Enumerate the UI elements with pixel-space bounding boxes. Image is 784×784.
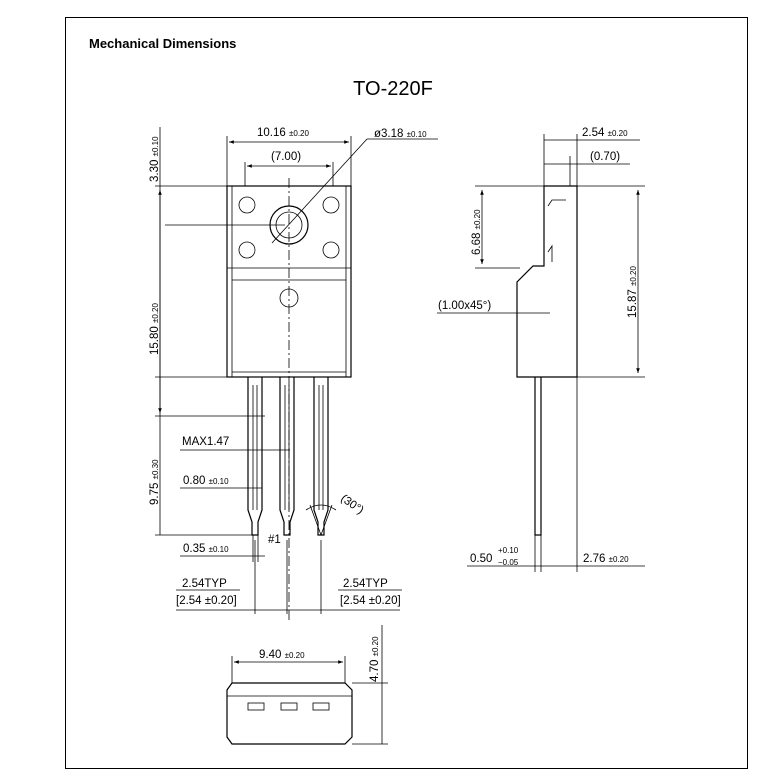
dim-angle: (30°) [338, 493, 366, 517]
pin1-label: #1 [268, 534, 281, 546]
dim-lead-thickness: 0.35 ±0.10 [183, 543, 229, 555]
dim-width-main: 10.16 ±0.20 [257, 127, 309, 139]
drawing-frame [65, 17, 748, 769]
dim-lead-width: 0.80 ±0.10 [183, 475, 229, 487]
bottom-view: 9.40 ±0.20 4.70 ±0.20 [226, 625, 388, 745]
dim-lead-thick-plus: +0.10 [498, 546, 519, 555]
dim-lead-thick-minus: −0.05 [498, 558, 519, 567]
leads [247, 377, 329, 536]
dim-pitch-left-box: [2.54 ±0.20] [176, 595, 237, 607]
dim-pitch-left: 2.54TYP [182, 578, 227, 590]
dim-bottom-width: 9.40 ±0.20 [259, 649, 305, 661]
dim-inner-width: (7.00) [271, 151, 301, 163]
bottom-body-outline [226, 682, 353, 745]
front-view: #1 10.16 ±0.20 (7.00) ø3.18 ±0.10 3.30 ±… [149, 127, 438, 620]
side-view: 2.54 ±0.20 (0.70) 6.68 ±0.20 15.87 ±0.20… [437, 127, 645, 572]
dim-max-lead: MAX1.47 [182, 436, 229, 448]
dim-body-height: 15.80 ±0.20 [149, 303, 161, 355]
dim-side-offset: 2.76 ±0.20 [583, 553, 629, 565]
side-body-outline [516, 185, 578, 378]
dim-hole-diameter: ø3.18 ±0.10 [374, 128, 427, 140]
section-heading: Mechanical Dimensions [89, 36, 237, 51]
dim-pitch-right: 2.54TYP [343, 578, 388, 590]
side-lead [534, 377, 542, 536]
dim-side-tab: (0.70) [590, 151, 620, 163]
dim-side-top-height: 6.68 ±0.20 [471, 209, 483, 255]
dim-lead-length: 9.75 ±0.30 [149, 459, 161, 505]
dim-bottom-height: 4.70 ±0.20 [369, 636, 381, 682]
dim-side-body-height: 15.87 ±0.20 [627, 266, 639, 318]
dim-chamfer: (1.00x45°) [438, 300, 491, 312]
dim-lead-thick: 0.50 [470, 553, 492, 565]
dim-pitch-right-box: [2.54 ±0.20] [340, 595, 401, 607]
dim-top-height: 3.30 ±0.10 [149, 136, 161, 182]
dim-side-thickness: 2.54 ±0.20 [582, 127, 628, 139]
package-title: TO-220F [353, 78, 433, 100]
